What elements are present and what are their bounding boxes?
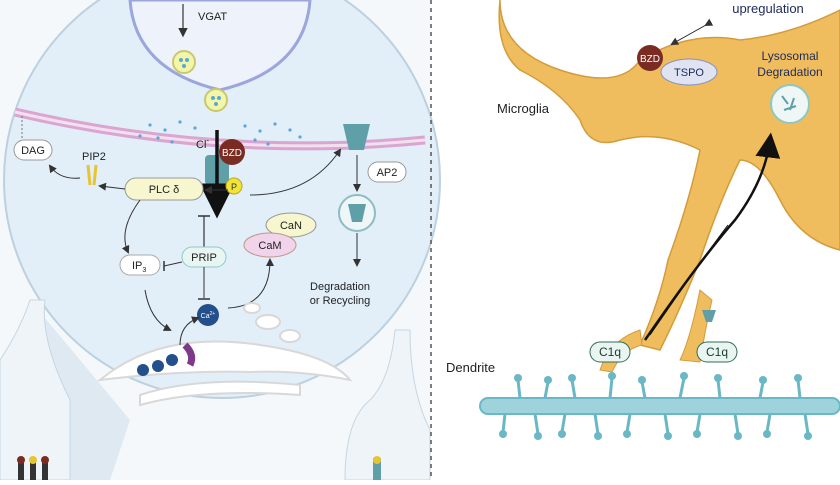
ip3-label: IP3 [132,260,146,274]
pip2-label: PIP2 [82,151,106,163]
fusing-vesicle [204,88,228,112]
bzd-molecule [219,139,245,165]
bottom-receptors [17,456,381,480]
upregulation-label: upregulation [732,1,804,16]
internalized-receptor [343,124,370,150]
microglia-bzd [637,45,663,71]
calcium-ion [197,304,219,326]
engulfed-synapse [702,310,716,322]
lysosome [770,84,810,124]
plc-label: PLC δ [149,184,180,196]
endoplasmic-reticulum [96,302,353,407]
dag-box [13,139,53,161]
degradation-line1: Degradation [310,281,370,293]
chloride-label: Cl- [196,136,209,151]
can-box [265,212,317,238]
degradation-line2: or Recycling [310,295,371,307]
tspo-box [660,58,718,86]
lysosomal-line1: Lysosomal [762,49,819,63]
ap2-box [367,161,407,183]
c1q-left-box [589,341,631,363]
cam-label: CaM [258,240,281,252]
dendritic-spines [501,377,810,435]
vgat-label: VGAT [198,11,227,23]
ap2-label: AP2 [377,167,398,179]
dendrite-label: Dendrite [446,360,495,375]
vesicle [172,50,196,74]
ip3-box [119,254,161,276]
bzd-label: BZD [222,148,242,159]
phospho-site [225,177,243,195]
dag-label: DAG [21,145,45,157]
calcium-label: Ca2+ [201,311,216,320]
tspo-label: TSPO [674,67,704,79]
c1q-right-label: C1q [706,345,728,359]
prip-label: PRIP [191,252,217,264]
cam-box [243,232,297,258]
gaba-dots [138,120,302,146]
calcium-cluster [137,354,178,376]
phospho-label: P [231,182,237,192]
can-label: CaN [280,220,302,232]
lysosomal-line2: Degradation [757,65,822,79]
dendrite-shaft [479,397,840,415]
c1q-left-label: C1q [599,345,621,359]
microglia-bzd-label: BZD [640,54,660,65]
engulfment-arrow [643,132,781,341]
ip3-receptor [182,342,196,367]
neuron-stub-right [344,329,431,481]
spine-heads [499,372,812,440]
microglia-label: Microglia [497,101,550,116]
c1q-right-box [696,341,738,363]
neuron-stub-left [0,299,71,481]
